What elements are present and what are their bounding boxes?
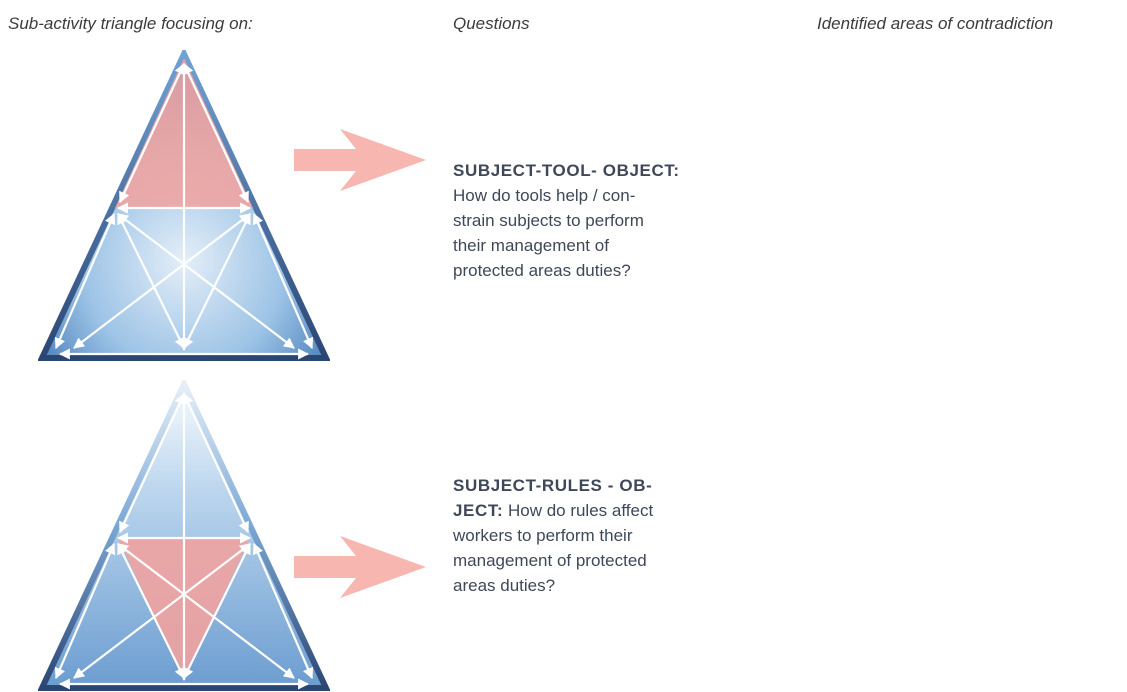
right-arrow-icon	[294, 129, 426, 191]
activity-triangle-subject-tool-object	[38, 50, 330, 361]
question-text: How do rules affect	[503, 501, 654, 520]
question-line: protected areas duties?	[453, 261, 631, 280]
question-heading: SUBJECT-TOOL- OBJECT:	[453, 161, 680, 180]
column-header-sub-activity: Sub-activity triangle focusing on:	[8, 14, 253, 33]
question-line: management of protected	[453, 551, 647, 570]
question-line: areas duties?	[453, 576, 556, 595]
column-header-questions: Questions	[453, 14, 530, 33]
question-line: workers to perform their	[453, 526, 633, 545]
question-line: strain subjects to perform	[453, 211, 644, 230]
question-line: How do tools help / con-	[453, 186, 636, 205]
question-line: JECT: How do rules affect	[453, 498, 721, 523]
question-subject-tool-object: SUBJECT-TOOL- OBJECT: How do tools help …	[453, 158, 721, 283]
question-line: their management of	[453, 236, 609, 255]
question-heading-continued: JECT:	[453, 501, 504, 520]
activity-triangle-subject-rules-object	[38, 380, 330, 691]
question-subject-rules-object: SUBJECT-RULES - OB- JECT: How do rules a…	[453, 473, 721, 598]
column-header-contradictions: Identified areas of contradiction	[817, 14, 1054, 33]
question-heading: SUBJECT-RULES - OB-	[453, 476, 653, 495]
right-arrow-icon	[294, 536, 426, 598]
